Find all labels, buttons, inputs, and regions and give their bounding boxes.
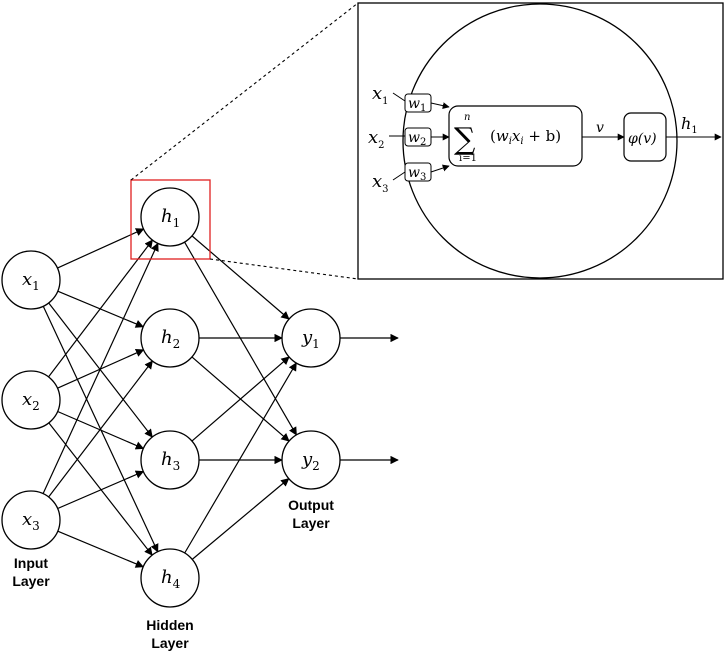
zoom-line-x1-w1 bbox=[392, 92, 406, 102]
weight-w2: w2 bbox=[408, 130, 426, 148]
edge-x3-h4 bbox=[57, 530, 145, 568]
edge-h4-y1 bbox=[184, 362, 297, 554]
neuron-zoom-panel: x1 x2 x3 w1 w2 w3 n ∑ i=1 (wixi + b) v φ… bbox=[357, 2, 724, 280]
activation-function: φ(v) bbox=[628, 131, 657, 147]
node-label-h1: h1 bbox=[161, 206, 180, 230]
network-edges bbox=[42, 228, 297, 568]
node-circle-y2 bbox=[281, 430, 341, 490]
edge-x3-h2 bbox=[48, 360, 153, 498]
edge-x3-h1 bbox=[42, 242, 159, 494]
node-label-h4: h4 bbox=[161, 567, 181, 591]
edge-x1-h3 bbox=[48, 302, 153, 438]
node-h1: h1 bbox=[140, 187, 200, 247]
edge-h3-y1 bbox=[191, 356, 290, 442]
zoom-input-x2: x2 bbox=[368, 127, 385, 151]
summation-box bbox=[448, 105, 583, 167]
edge-x2-h4 bbox=[48, 422, 153, 556]
input-layer-label-2: Layer bbox=[12, 573, 50, 589]
sum-lower-limit: i=1 bbox=[459, 153, 477, 164]
node-circle-x1 bbox=[1, 250, 61, 310]
node-circle-y1 bbox=[281, 308, 341, 368]
callout-line-top bbox=[130, 2, 359, 181]
node-circle-x3 bbox=[1, 490, 61, 550]
edge-x3-h3 bbox=[57, 470, 145, 510]
weight-w3: w3 bbox=[408, 165, 426, 183]
zoom-input-x3: x3 bbox=[372, 171, 389, 195]
zoom-arrow-w3-sum bbox=[430, 164, 450, 173]
node-circle-h4 bbox=[140, 548, 200, 608]
node-label-h2: h2 bbox=[161, 327, 180, 351]
node-circle-h2 bbox=[140, 308, 200, 368]
sum-expression: (wixi + b) bbox=[490, 127, 561, 147]
node-label-h3: h3 bbox=[161, 449, 180, 473]
hidden-layer-label-2: Layer bbox=[151, 635, 189, 651]
node-label-x3: x3 bbox=[22, 509, 40, 533]
node-circle-h3 bbox=[140, 430, 200, 490]
node-h4: h4 bbox=[140, 548, 200, 608]
zoom-arrow-w1-sum bbox=[430, 102, 450, 110]
node-h2: h2 bbox=[140, 308, 200, 368]
hidden-layer-label: Hidden bbox=[146, 617, 193, 633]
node-y2: y2 bbox=[281, 430, 341, 490]
weight-w1: w1 bbox=[408, 96, 426, 114]
node-label-y2: y2 bbox=[301, 449, 320, 473]
node-circle-x2 bbox=[1, 370, 61, 430]
node-y1: y1 bbox=[281, 308, 341, 368]
callout-line-bottom bbox=[209, 258, 359, 280]
edge-x1-h1 bbox=[57, 228, 145, 269]
node-circle-h1 bbox=[140, 187, 200, 247]
edge-x2-h3 bbox=[57, 410, 145, 450]
edge-h1-y1 bbox=[191, 235, 290, 320]
node-x2: x2 bbox=[1, 370, 61, 430]
h1-highlight-box bbox=[130, 179, 211, 260]
zoom-line-x3-w3 bbox=[392, 171, 406, 181]
zoom-output-h1: h1 bbox=[681, 114, 698, 136]
output-layer-label: Output bbox=[288, 497, 334, 513]
sum-symbol: ∑ bbox=[454, 122, 476, 157]
network-nodes: x1 x2 x3 h1 h2 h3 h4 y1 y2 bbox=[1, 187, 341, 608]
output-layer-label-2: Layer bbox=[292, 515, 330, 531]
zoom-v-label: v bbox=[596, 120, 604, 136]
edge-x2-h1 bbox=[48, 239, 153, 378]
edge-h4-y2 bbox=[191, 478, 290, 560]
sum-upper-limit: n bbox=[464, 112, 470, 123]
node-h3: h3 bbox=[140, 430, 200, 490]
node-label-y1: y1 bbox=[301, 327, 320, 351]
node-label-x1: x1 bbox=[22, 269, 40, 293]
zoom-input-x1: x1 bbox=[372, 83, 389, 107]
node-label-x2: x2 bbox=[22, 389, 40, 413]
zoom-neuron-circle bbox=[402, 3, 678, 279]
input-layer-label: Input bbox=[14, 555, 49, 571]
node-x1: x1 bbox=[1, 250, 61, 310]
node-x3: x3 bbox=[1, 490, 61, 550]
